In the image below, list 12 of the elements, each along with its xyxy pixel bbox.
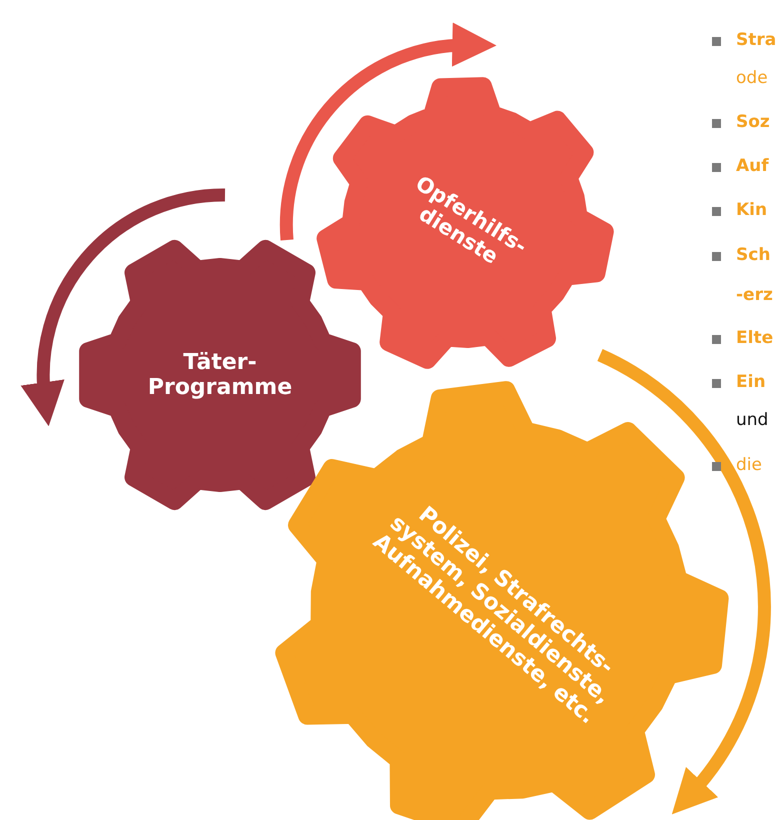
list-text: Auf xyxy=(736,156,769,176)
list-text: Stra xyxy=(736,30,776,50)
list-text: Kin xyxy=(736,200,768,220)
list-text: Elte xyxy=(736,328,774,348)
list-text: -erz xyxy=(736,285,773,305)
list-text: Soz xyxy=(736,112,770,132)
list-text: die xyxy=(736,455,762,475)
list-text: ode xyxy=(736,68,768,88)
list-text: und xyxy=(736,410,768,430)
list-text: Ein xyxy=(736,372,766,392)
gear-label: Täter-Programme xyxy=(146,350,294,400)
list-text: Sch xyxy=(736,245,770,265)
